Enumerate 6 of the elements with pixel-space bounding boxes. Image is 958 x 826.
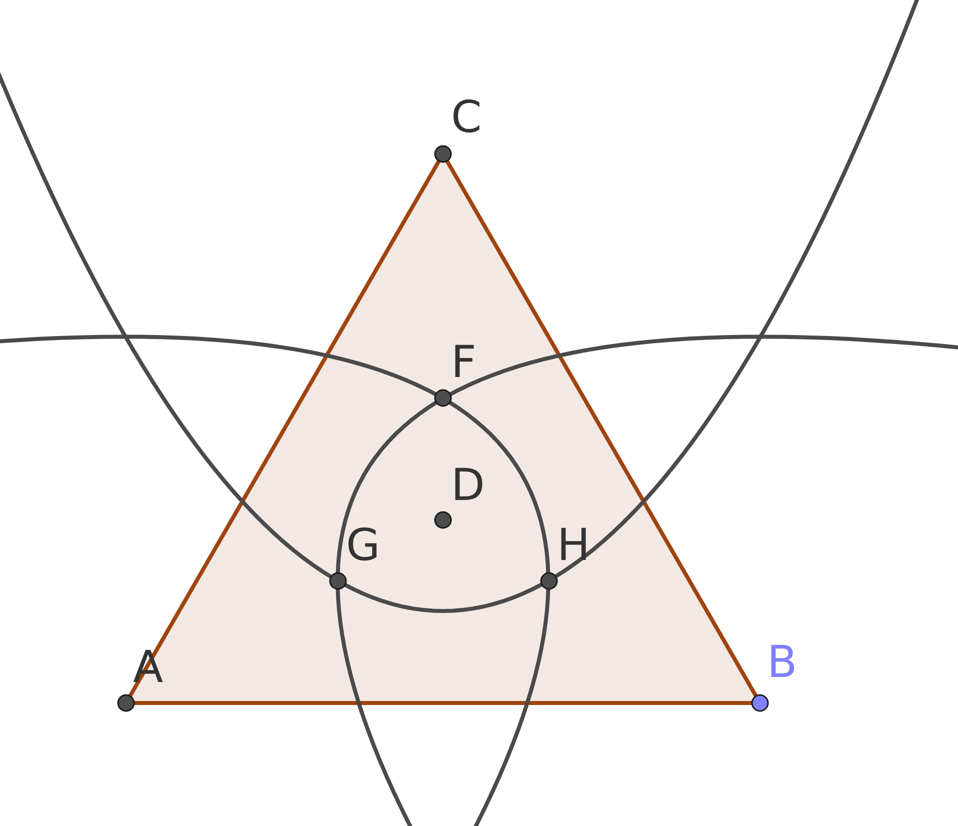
point-label: F xyxy=(451,341,476,385)
point-label: C xyxy=(451,96,482,140)
point-label: D xyxy=(451,464,485,508)
point-label: B xyxy=(767,641,798,685)
point-label: H xyxy=(557,524,590,568)
point-label: G xyxy=(346,524,380,568)
